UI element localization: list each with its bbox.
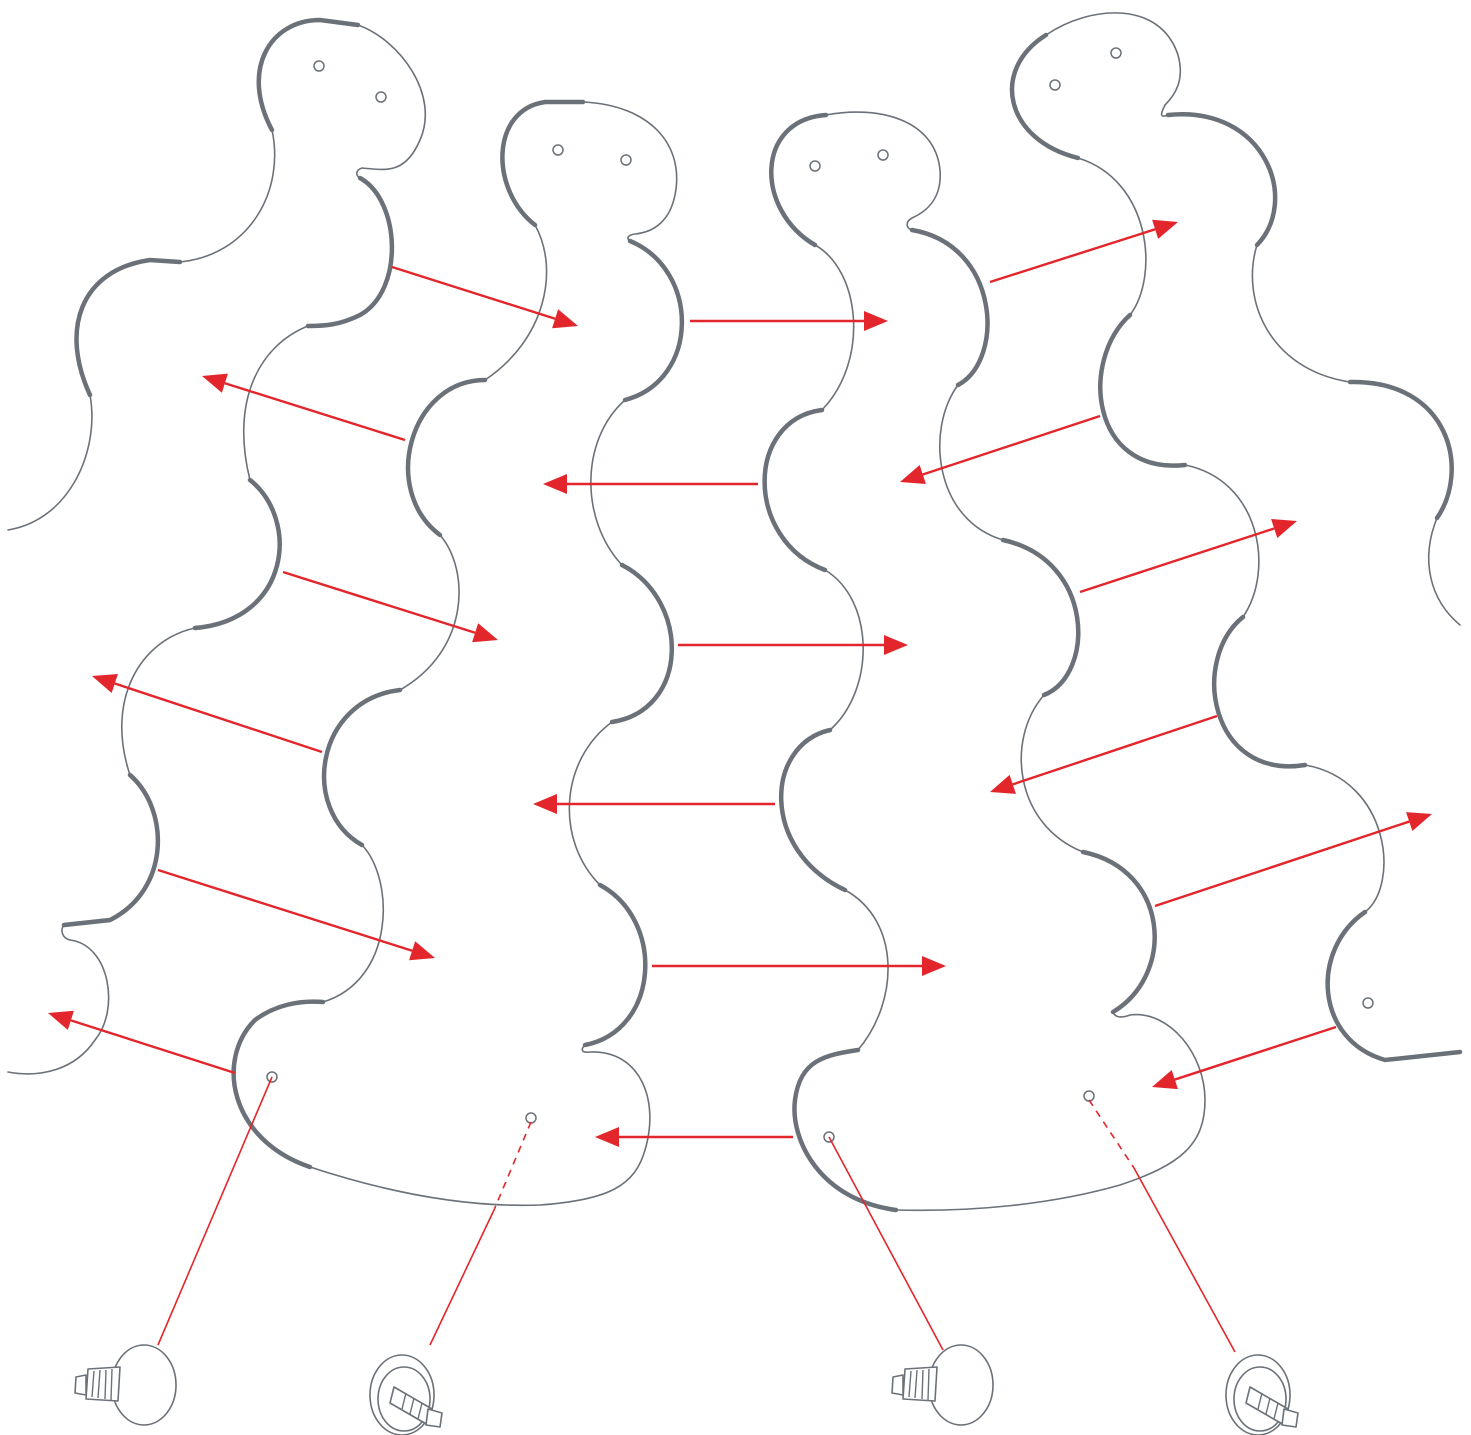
leader-line-hidden: [1088, 1099, 1135, 1169]
leader-lines: [157, 1076, 1236, 1353]
press-arrow: [990, 714, 1218, 794]
press-arrow: [157, 868, 435, 961]
press-arrow: [1154, 812, 1432, 908]
press-arrow: [1152, 1025, 1337, 1090]
press-arrow: [92, 674, 323, 754]
press-arrow: [391, 265, 578, 329]
push-rivet-icon: [74, 1344, 177, 1426]
press-arrow: [202, 373, 406, 442]
wavy-piece-3: [762, 111, 1206, 1213]
press-arrow: [652, 956, 946, 976]
press-arrow: [1079, 518, 1297, 594]
press-arrow: [900, 414, 1101, 484]
arrow-group: [48, 219, 1432, 1147]
leader-line: [828, 1136, 944, 1351]
leader-line-hidden: [493, 1121, 532, 1211]
press-arrow: [595, 1127, 793, 1147]
push-rivet-icon: [1225, 1354, 1299, 1435]
press-arrow: [690, 311, 888, 331]
press-arrow: [282, 570, 498, 643]
press-arrow: [989, 219, 1178, 284]
leader-line: [429, 1209, 495, 1346]
press-arrow: [48, 1010, 236, 1075]
leader-line: [157, 1076, 273, 1346]
press-arrow: [533, 794, 775, 814]
push-rivet-icon: [369, 1354, 443, 1435]
leader-line: [1133, 1167, 1236, 1353]
press-arrow: [678, 635, 908, 655]
wavy-piece-1: [7, 17, 426, 1075]
push-rivet-icon: [891, 1344, 994, 1426]
press-arrow: [543, 474, 758, 494]
wavy-piece-2: [231, 99, 685, 1207]
wavy-piece-4: [1009, 12, 1463, 1063]
